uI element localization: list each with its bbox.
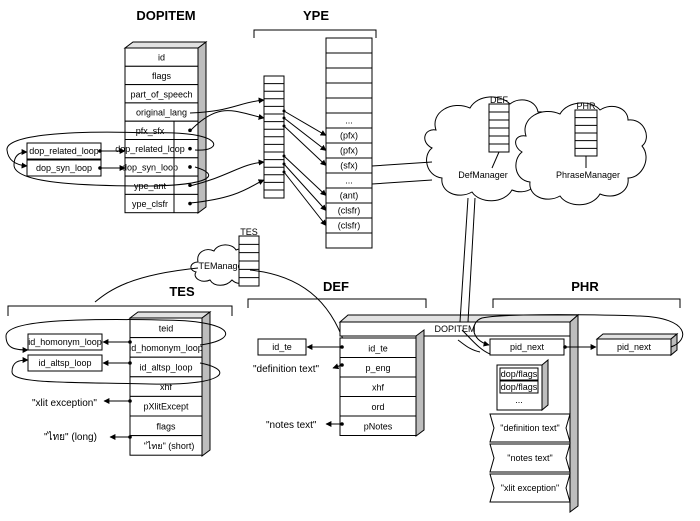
phr-text-block [489,413,571,443]
def-field-label: id_te [368,343,388,353]
tes-field-label: xhf [160,382,173,392]
ext-homonym-label: id_homonym_loop [28,337,102,347]
def-dopitem-title: DOPITEM [434,324,475,334]
ype-entry: (clsfr) [338,221,361,231]
pfx-sfx-link [189,110,265,132]
phr-small-table: PHR [574,101,598,168]
tes-bracket [7,305,233,316]
tes-small-label: TES [240,227,258,237]
ype-header: YPE [303,8,329,23]
ype-entry: ... [345,176,353,186]
ype-clsfr-link [189,179,265,204]
tes-field-label: "ไทย" (short) [144,441,195,451]
dopitem-field-label: original_lang [136,108,187,118]
def-manager-label: DefManager [458,170,508,180]
tes-small-table: TES [238,227,260,287]
ype-narrow-column [263,75,285,199]
def-field-label: p_eng [365,363,390,373]
dop-flags-1: dop/flags [501,369,538,379]
ype-fan-lines [282,109,327,226]
def-small-label: DEF [490,95,509,105]
dop-loops: dop_related_loop dop_syn_loop [6,131,215,187]
ype-entry: (sfx) [340,161,358,171]
te-manager-label: TEManager [198,261,245,271]
notes-text-label: "notes text" [266,420,317,431]
tes-externals: id_homonym_loop id_altsp_loop "xlit exce… [5,319,227,443]
phr-small-label: PHR [576,101,596,111]
ext-id-te-label: id_te [272,342,292,352]
ype-bracket [253,29,377,38]
ype-table: ... (pfx) (pfx) (sfx)... (ant) (clsfr) (clsfr) [325,37,373,249]
ype-entry: ... [345,116,353,126]
tes-row [129,435,203,456]
dopitem-row [124,193,199,214]
dopitem-top [123,41,208,49]
dop-syn-loop-label: dop_syn_loop [36,163,92,173]
phr-area: pid_next pid_next dop/flags dop/flags ..… [473,314,684,503]
dop-flags-2: dop/flags [501,382,538,392]
dopitem-field-label: pfx_sfx [136,126,165,136]
tes-field-label: flags [156,421,176,431]
tes-field-label: id_altsp_loop [139,363,192,373]
def-header: DEF [323,279,349,294]
phrase-manager-label: PhraseManager [556,170,620,180]
dopitem-field-label: dop_related_loop [115,144,185,154]
ext-altsp-label: id_altsp_loop [38,358,91,368]
def-field-label: pNotes [364,421,393,431]
def-small-table: DEF [488,95,510,169]
pid-next-label: pid_next [510,342,545,352]
tes-header: TES [169,284,195,299]
def-row [339,415,417,436]
def-bracket [247,298,427,308]
dopitem-field-label: part_of_speech [130,89,192,99]
dopitem-side [197,41,207,214]
dopitem-field-label: flags [152,71,172,81]
ype-entry: (pfx) [340,146,358,156]
phr-bracket [492,298,681,308]
thai-long-text: "ไทย" (long) [44,431,97,443]
dopitem-table: id flags part_of_speech original_lang pfx_sf… [115,41,208,214]
phr-header: PHR [571,279,599,294]
def-field-label: xhf [372,382,385,392]
phr-text-block [489,473,571,503]
phr-text-label: "xlit exception" [501,483,559,493]
dopitem-field-label: id [158,53,165,63]
dopitem-field-label: ype_clsfr [132,199,168,209]
dopitem-header: DOPITEM [136,8,195,23]
original-lang-link [189,97,265,114]
ype-entry: (pfx) [340,131,358,141]
dop-related-loop-label: dop_related_loop [29,146,99,156]
def-externals: id_te "definition text" "notes text" [253,338,344,431]
xlit-exception-text: "xlit exception" [32,398,97,409]
ype-ant-link [189,159,265,187]
definition-text-label: "definition text" [253,364,319,375]
ype-entry: (ant) [340,191,359,201]
dop-flags-more: ... [515,395,523,405]
tes-field-label: id_homonym_loop [129,343,203,353]
tes-field-label: pXlitExcept [143,402,189,412]
tes-field-label: teid [159,323,174,333]
ype-entry: (clsfr) [338,206,361,216]
phr-text-block [489,443,571,473]
ext-pid-next-label: pid_next [617,342,652,352]
dopitem-field-label: dop_syn_loop [122,162,178,172]
phr-text-label: "definition text" [500,423,559,433]
def-field-label: ord [371,402,384,412]
phr-text-label: "notes text" [507,453,552,463]
